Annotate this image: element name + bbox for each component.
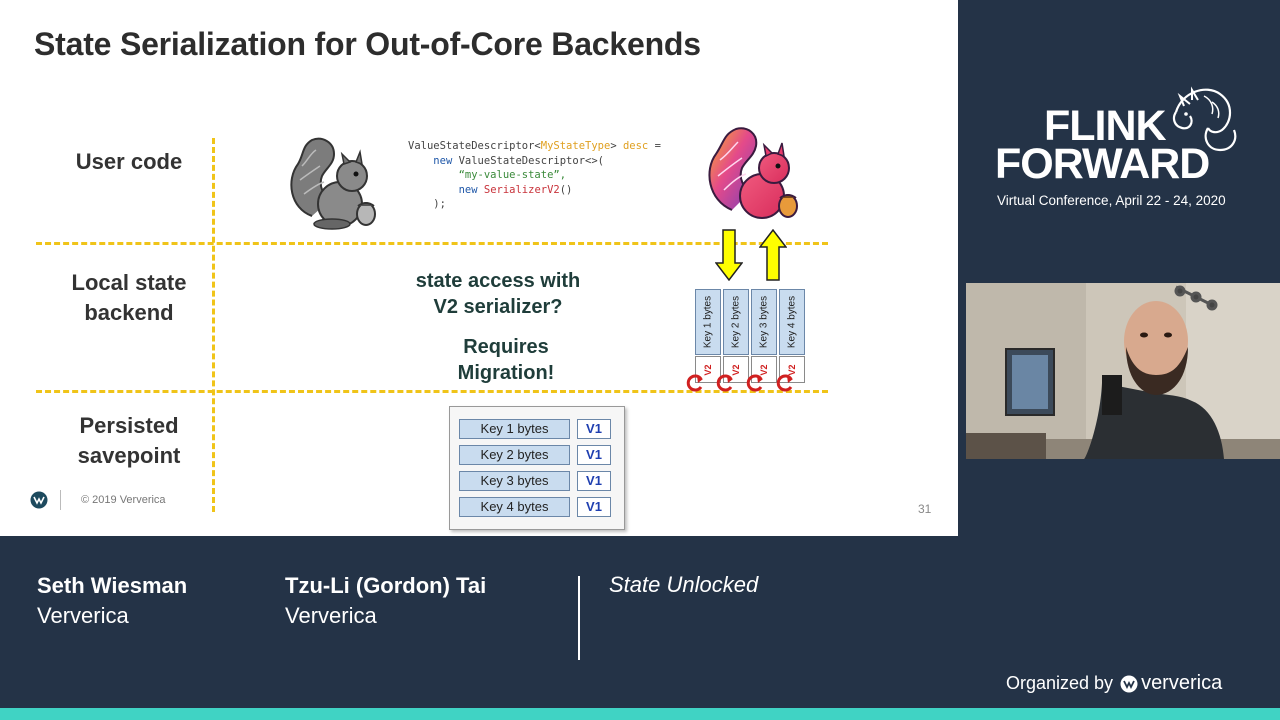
flink-forward-title-line1: FLINK (1044, 102, 1167, 150)
requires-migration-text: Requires Migration! (457, 336, 555, 384)
slide-title: State Serialization for Out-of-Core Back… (34, 26, 701, 62)
speaker-1-org: Ververica (37, 603, 129, 628)
ververica-logo-icon (1120, 675, 1138, 692)
savepoint-key-2: Key 2 bytes (459, 445, 570, 465)
local-state-version-1: V2 (695, 356, 721, 383)
local-state-version-2: V2 (723, 356, 749, 383)
ververica-wordmark: ververica (1141, 672, 1223, 694)
session-title: State Unlocked (609, 572, 759, 597)
ververica-logo-icon (30, 491, 48, 509)
local-state-key-1: Key 1 bytes (695, 289, 721, 355)
ververica-brand: ververica (1120, 672, 1222, 695)
savepoint-version-1: V1 (577, 419, 611, 439)
row-divider-bottom (36, 390, 828, 393)
savepoint-version-4: V1 (577, 497, 611, 517)
migration-cycle-icon (716, 374, 733, 392)
migration-cycle-icon (776, 374, 793, 392)
speaker-video-image (966, 283, 1280, 459)
column-divider (212, 138, 215, 512)
row-label-local-backend: Local state backend (71, 270, 187, 325)
local-state-version-3: V2 (751, 356, 777, 383)
copyright-text: © 2019 Ververica (81, 494, 166, 506)
page-number: 31 (918, 502, 932, 516)
speaker-2-org: Ververica (285, 603, 377, 628)
migration-cycle-icon (746, 374, 763, 392)
savepoint-key-3: Key 3 bytes (459, 471, 570, 491)
row-label-user-code: User code (75, 149, 183, 174)
savepoint-version-3: V1 (577, 471, 611, 491)
lower-bar-divider (578, 576, 580, 660)
arrow-down-icon (715, 229, 743, 281)
organized-by: Organized by ververica (1006, 672, 1222, 695)
flink-forward-squirrel-icon (1172, 86, 1237, 152)
migration-cycle-icon (686, 374, 703, 392)
gray-squirrel-icon (290, 137, 376, 230)
speaker-video[interactable] (966, 283, 1280, 459)
savepoint-version-2: V1 (577, 445, 611, 465)
speaker-2-name: Tzu-Li (Gordon) Tai (285, 573, 487, 598)
row-divider-top (36, 242, 828, 245)
savepoint-key-1: Key 1 bytes (459, 419, 570, 439)
organized-by-label: Organized by (1006, 673, 1114, 693)
local-state-key-3: Key 3 bytes (751, 289, 777, 355)
savepoint-file: Key 1 bytes V1 Key 2 bytes V1 Key 3 byte… (449, 406, 625, 530)
local-state-key-2: Key 2 bytes (723, 289, 749, 355)
slide-footer: © 2019 Ververica (30, 490, 166, 510)
conference-dates: Virtual Conference, April 22 - 24, 2020 (997, 193, 1226, 208)
code-snippet: ValueStateDescriptor<MyStateType> desc =… (408, 140, 661, 210)
presentation-slide: State Serialization for Out-of-Core Back… (0, 0, 958, 536)
accent-bar (0, 708, 1280, 720)
flink-forward-title-line2: FORWARD (995, 140, 1210, 188)
savepoint-key-4: Key 4 bytes (459, 497, 570, 517)
local-state-key-4: Key 4 bytes (779, 289, 805, 355)
flink-squirrel-icon (708, 127, 798, 219)
row-label-savepoint: Persisted savepoint (77, 413, 181, 468)
speaker-1-name: Seth Wiesman (37, 573, 188, 598)
state-access-question: state access with V2 serializer? (415, 270, 581, 318)
arrow-up-icon (759, 229, 787, 281)
